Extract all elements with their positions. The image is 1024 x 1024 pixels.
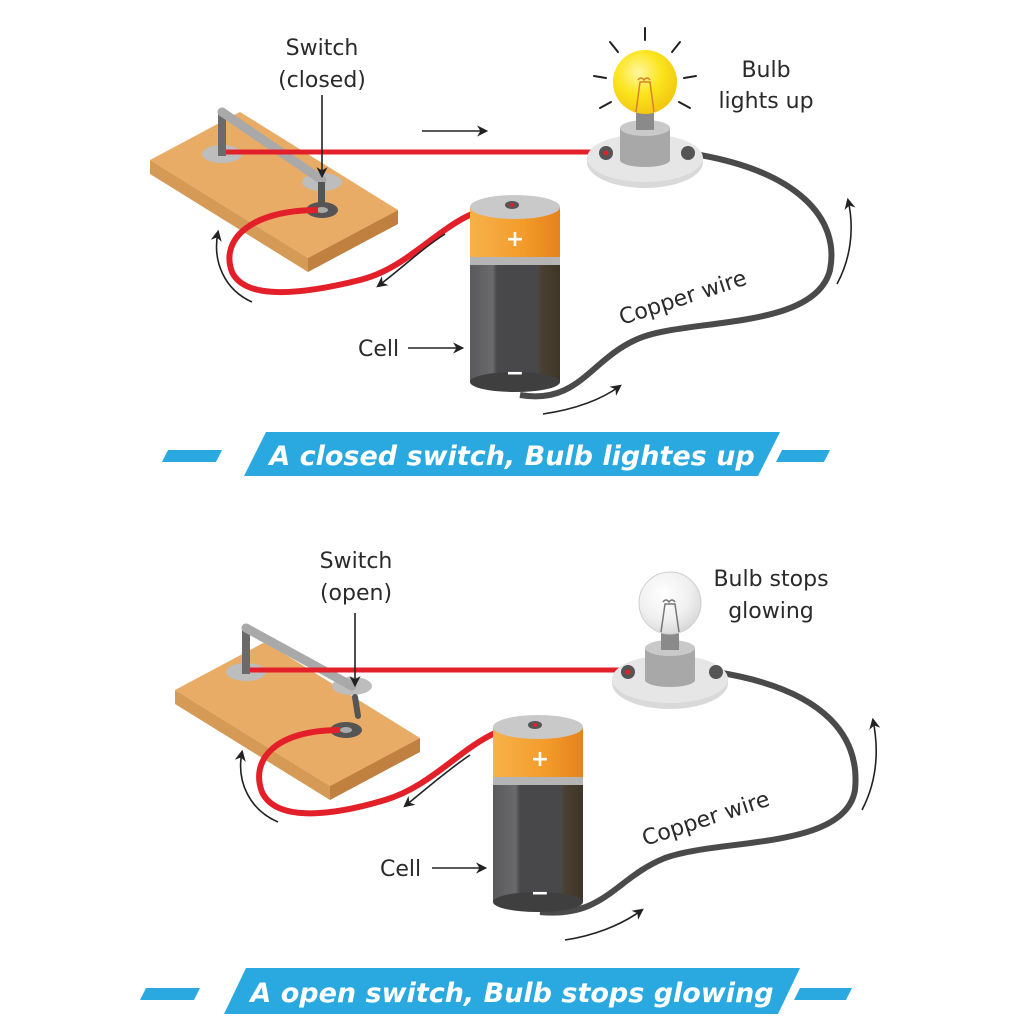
- current-arrows: [234, 613, 881, 941]
- panel-closed: + − Switch (closed) Bulb lights up Cell …: [150, 27, 856, 476]
- caption-text: A open switch, Bulb stops glowing: [248, 978, 773, 1009]
- arrow-bottom-right-icon: [564, 908, 644, 941]
- cell-plus-sign: +: [506, 227, 524, 252]
- arrow-up-right-icon: [861, 717, 881, 811]
- cell-minus-sign: −: [506, 361, 524, 386]
- red-wire-cell: [256, 721, 535, 817]
- caption-text: A closed switch, Bulb lightes up: [267, 441, 754, 472]
- cell-label: Cell: [358, 337, 399, 362]
- arrow-bottom-right-icon: [542, 384, 622, 415]
- bulb-state-label: glowing: [728, 599, 814, 624]
- arrow-down-left-icon: [376, 233, 446, 288]
- caption-banner: A closed switch, Bulb lightes up: [162, 432, 830, 476]
- switch-state-label: (open): [320, 581, 392, 606]
- bulb-lit-icon: [593, 27, 697, 130]
- bulb-state-label: lights up: [718, 89, 813, 114]
- caption-banner: A open switch, Bulb stops glowing: [140, 968, 852, 1014]
- switch-board: [150, 107, 398, 272]
- switch-label: Switch: [286, 36, 359, 61]
- arrow-up-right-icon: [836, 197, 856, 285]
- bulb-holder: [612, 640, 728, 709]
- switch-board: [175, 623, 420, 800]
- light-rays: [593, 27, 697, 109]
- cell-battery: + −: [493, 715, 583, 912]
- switch-state-label: (closed): [278, 68, 366, 93]
- cell-label: Cell: [380, 857, 421, 882]
- arrow-up-icon: [234, 749, 279, 823]
- bulb-holder: [587, 120, 703, 188]
- bulb-off-icon: [638, 571, 702, 650]
- arrow-down-left-icon: [403, 754, 471, 808]
- panel-open: + − Switch (open) Bulb stops glowing Cel…: [140, 549, 881, 1014]
- copper-wire: [519, 150, 835, 400]
- current-arrows: [210, 95, 856, 415]
- switch-label: Switch: [320, 549, 393, 574]
- arrow-up-icon: [210, 229, 253, 303]
- bulb-label: Bulb stops: [713, 567, 828, 592]
- red-wire-cell: [226, 202, 513, 296]
- cell-minus-sign: −: [531, 881, 549, 906]
- cell-plus-sign: +: [531, 747, 549, 772]
- copper-wire: [539, 669, 859, 916]
- bulb-label: Bulb: [741, 58, 790, 83]
- cell-battery: + −: [470, 195, 560, 392]
